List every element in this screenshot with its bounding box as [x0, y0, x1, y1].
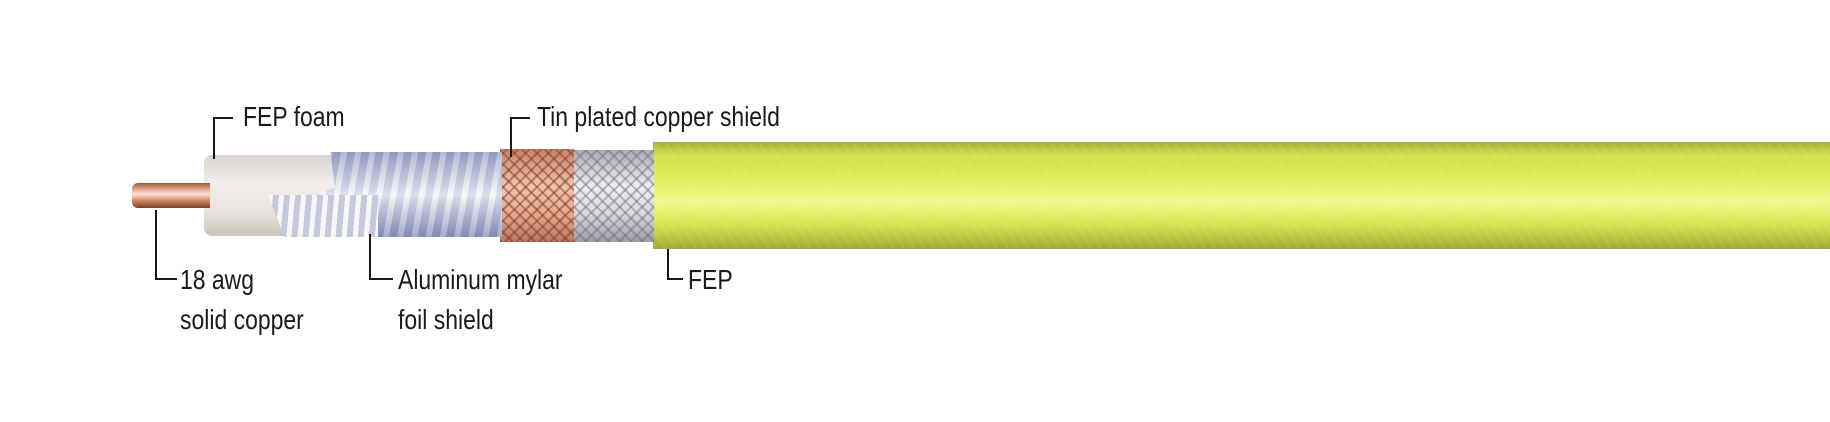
leader-foil: [369, 234, 393, 280]
label-jacket: FEP: [688, 264, 733, 295]
copper-conductor: [132, 183, 210, 208]
label-fep-foam: FEP foam: [243, 101, 345, 132]
label-foil-line1: Aluminum mylar: [398, 264, 563, 295]
aluminum-foil-wrap: [268, 195, 378, 237]
leader-fep-foam: [213, 117, 233, 159]
label-foil-line2: foil shield: [398, 304, 494, 335]
tin-plated-braid: [574, 150, 654, 242]
copper-braid: [500, 149, 574, 242]
label-tin-plated-shield: Tin plated copper shield: [537, 101, 780, 132]
leader-tin-plated-shield: [510, 117, 530, 157]
fep-jacket: [653, 142, 1830, 249]
label-conductor-line2: solid copper: [180, 304, 304, 335]
label-conductor-line1: 18 awg: [180, 264, 255, 295]
leader-jacket: [667, 249, 683, 280]
leader-conductor: [155, 210, 177, 280]
